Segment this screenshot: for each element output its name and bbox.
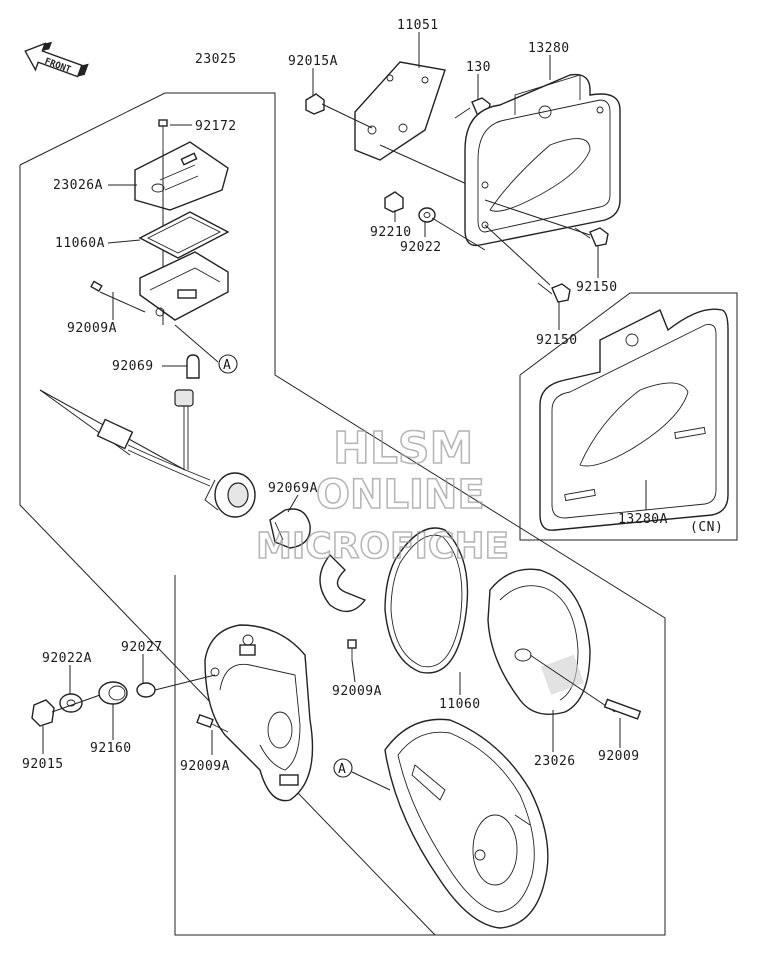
reflector-socket bbox=[319, 553, 367, 613]
plate-bolt-1 bbox=[574, 227, 609, 247]
label-23025: 23025 bbox=[195, 52, 237, 67]
tail-lamp-housing bbox=[384, 718, 549, 929]
watermark: HLSM ONLINE MICROFICHE bbox=[255, 422, 510, 568]
label-92009A-lower-center: 92009A bbox=[332, 684, 382, 699]
label-11051: 11051 bbox=[397, 18, 439, 33]
bulb-socket bbox=[204, 472, 256, 518]
label-11060: 11060 bbox=[439, 697, 481, 712]
license-plate-frame bbox=[464, 73, 621, 247]
label-92210: 92210 bbox=[370, 225, 412, 240]
lamp-base-bracket bbox=[204, 624, 314, 802]
tail-lens bbox=[487, 568, 591, 715]
lens-gasket bbox=[384, 527, 469, 674]
license-lamp-base bbox=[139, 251, 229, 321]
watermark-line-2: ONLINE bbox=[316, 472, 485, 518]
watermark-line-3: MICROFICHE bbox=[256, 526, 509, 567]
callout-a-lower-label: A bbox=[338, 762, 346, 777]
label-92009A-lower-left: 92009A bbox=[180, 759, 230, 774]
label-92015A: 92015A bbox=[288, 54, 338, 69]
license-lamp-cover bbox=[134, 141, 229, 211]
callout-a-upper-label: A bbox=[223, 358, 231, 373]
label-23026A: 23026A bbox=[53, 178, 103, 193]
label-92150-right: 92150 bbox=[576, 280, 618, 295]
label-92069A: 92069A bbox=[268, 481, 318, 496]
label-92009: 92009 bbox=[598, 749, 640, 764]
leader-lines bbox=[42, 32, 647, 755]
label-92009A-upper: 92009A bbox=[67, 321, 117, 336]
label-cn: (CN) bbox=[690, 520, 723, 535]
label-92150-lower: 92150 bbox=[536, 333, 578, 348]
lens-screw-right bbox=[603, 698, 642, 720]
plate-nut bbox=[384, 191, 404, 213]
grommet bbox=[98, 681, 128, 705]
label-23026: 23026 bbox=[534, 754, 576, 769]
label-130: 130 bbox=[466, 60, 491, 75]
lens-screw-left bbox=[347, 639, 357, 660]
nut-92015 bbox=[31, 699, 55, 727]
assembly-frame bbox=[19, 92, 666, 936]
label-92027: 92027 bbox=[121, 640, 163, 655]
callout-a-upper bbox=[218, 354, 238, 374]
plate-washer bbox=[418, 207, 436, 223]
bracket-screw bbox=[196, 713, 229, 733]
base-screw bbox=[90, 280, 146, 313]
plate-bolt-2 bbox=[537, 282, 571, 303]
label-92015: 92015 bbox=[22, 757, 64, 772]
label-92022A: 92022A bbox=[42, 651, 92, 666]
part-labels: 23025 92172 23026A 11060A 92009A 92069 1… bbox=[22, 18, 723, 774]
label-13280: 13280 bbox=[528, 41, 570, 56]
callout-a-lower bbox=[333, 758, 353, 778]
label-11060A: 11060A bbox=[55, 236, 105, 251]
label-92022: 92022 bbox=[400, 240, 442, 255]
license-lamp-gasket bbox=[138, 211, 230, 259]
label-92069: 92069 bbox=[112, 359, 154, 374]
front-arrow-icon: FRONT bbox=[24, 41, 89, 78]
cn-variant-frame bbox=[519, 292, 738, 541]
license-plate-cn bbox=[539, 308, 729, 531]
bracket-nut bbox=[305, 93, 325, 115]
wiring-harness bbox=[96, 389, 211, 487]
tail-bulb bbox=[269, 508, 311, 549]
label-92172: 92172 bbox=[195, 119, 237, 134]
wedge-bulb-small bbox=[186, 354, 200, 379]
label-92160: 92160 bbox=[90, 741, 132, 756]
label-13280A: 13280A bbox=[618, 512, 668, 527]
plate-bracket bbox=[354, 61, 446, 161]
watermark-line-1: HLSM bbox=[333, 423, 473, 474]
bracket-collar bbox=[136, 682, 156, 698]
